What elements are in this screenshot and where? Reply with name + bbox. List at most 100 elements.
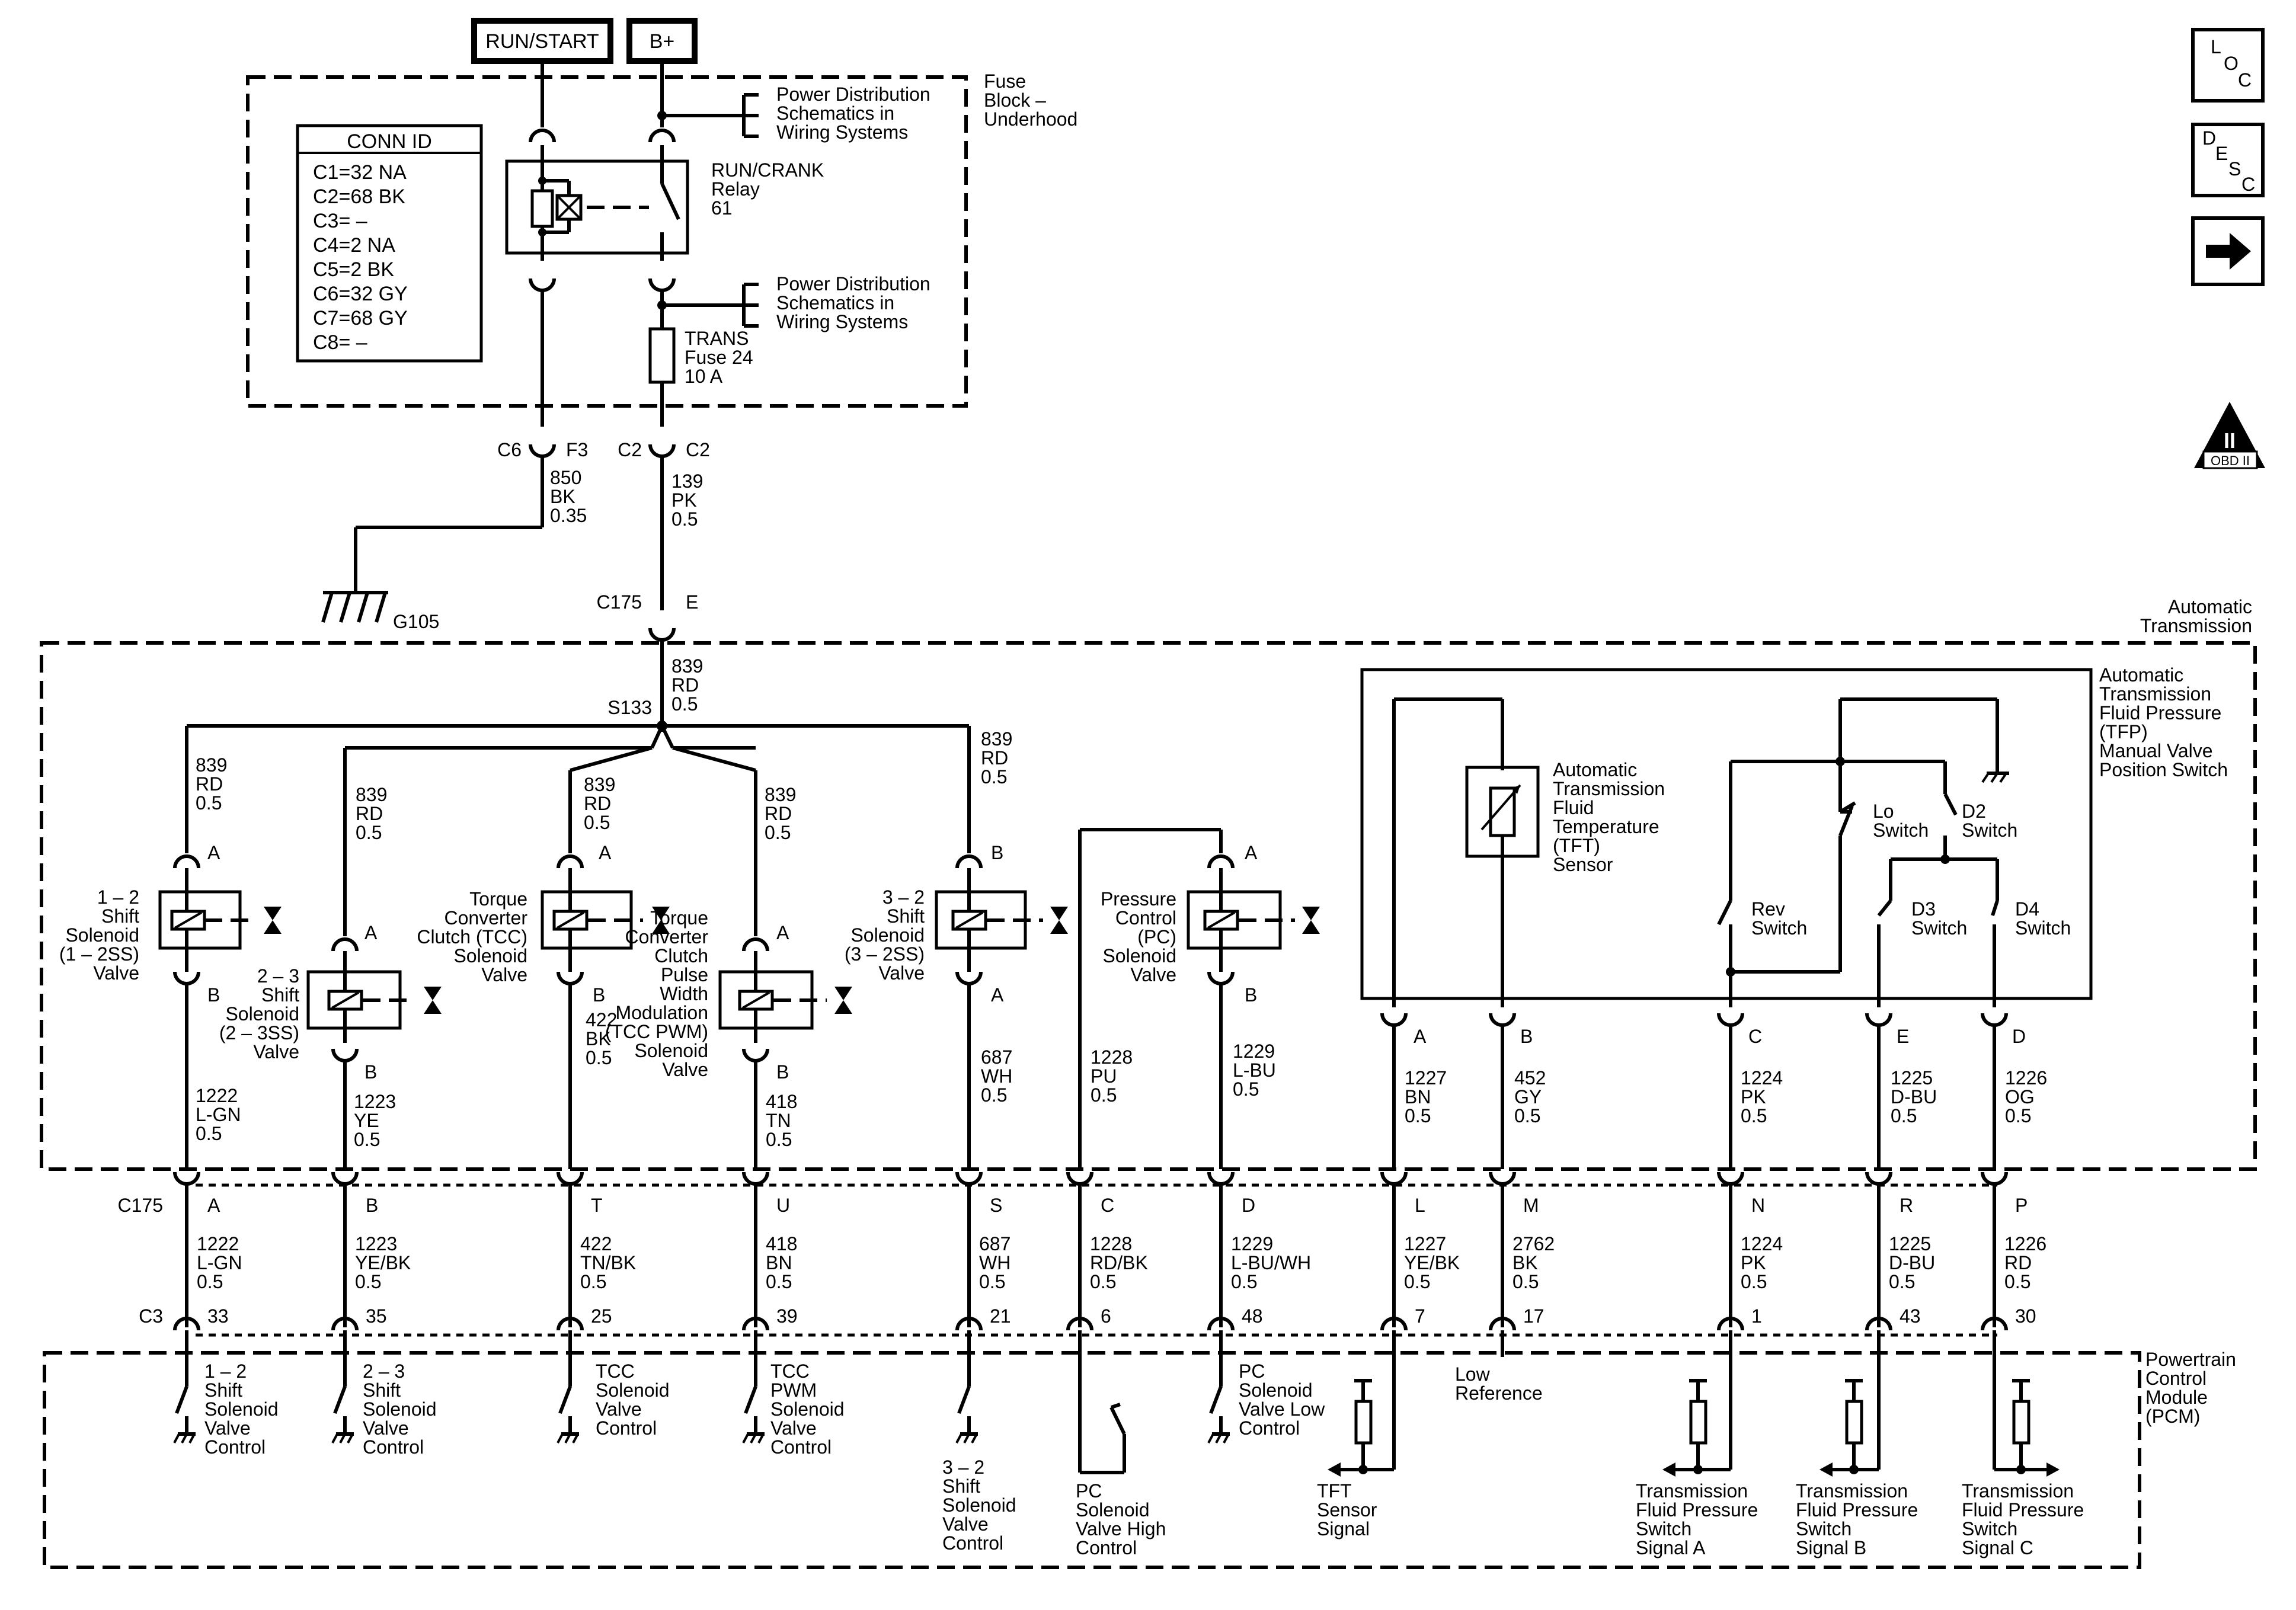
svg-text:Valve: Valve [363,1417,409,1439]
svg-text:Switch: Switch [1911,917,1967,939]
svg-text:D-BU: D-BU [1889,1252,1935,1273]
svg-text:B: B [593,984,605,1006]
svg-text:0.5: 0.5 [1512,1271,1539,1292]
svg-text:Lo: Lo [1873,801,1894,822]
svg-text:B: B [991,842,1003,863]
svg-text:C: C [1101,1195,1114,1216]
svg-text:Block –: Block – [984,89,1046,111]
svg-text:B: B [776,1061,789,1083]
svg-text:A: A [207,842,220,863]
svg-text:Manual Valve: Manual Valve [2099,740,2213,761]
svg-text:0.5: 0.5 [197,1271,223,1292]
svg-text:Switch: Switch [1636,1518,1691,1539]
svg-text:418: 418 [766,1091,797,1112]
svg-text:Shift: Shift [363,1379,401,1401]
svg-text:RD: RD [2004,1252,2032,1273]
svg-text:139: 139 [671,470,703,492]
svg-text:1228: 1228 [1090,1233,1132,1254]
svg-text:OBD II: OBD II [2211,453,2250,468]
next-arrow-button[interactable] [2191,216,2265,286]
loc-button[interactable]: L O C [2191,28,2265,103]
svg-text:Solenoid: Solenoid [363,1398,437,1420]
svg-text:Solenoid: Solenoid [770,1398,845,1420]
c3-connector-row: C3 [139,1305,1997,1337]
svg-text:II: II [2224,428,2236,453]
svg-text:0.5: 0.5 [1231,1271,1257,1292]
svg-text:A: A [364,922,378,943]
svg-text:Fuse: Fuse [984,71,1026,92]
splice-feed-label: 839 RD 0.5 S133 [607,655,703,718]
svg-text:839: 839 [765,784,796,805]
svg-text:Signal A: Signal A [1636,1537,1706,1558]
svg-text:G105: G105 [393,611,439,632]
c3-pin-48: 48 [1207,1305,1263,1357]
svg-text:Automatic: Automatic [2168,596,2252,617]
c3-pin-33: 33 [173,1305,229,1357]
svg-text:33: 33 [207,1305,229,1327]
upper-wire-labels: C6 F3 C2 C2 850 BK 0.35 139 PK 0.5 C175 … [393,439,710,632]
svg-text:Solenoid: Solenoid [204,1398,279,1420]
tfp-switch-box [1360,668,2093,1000]
svg-text:Solenoid: Solenoid [65,924,139,946]
svg-text:Valve: Valve [878,962,925,984]
svg-text:35: 35 [366,1305,387,1327]
svg-text:C: C [2238,69,2252,91]
svg-text:2762: 2762 [1512,1233,1555,1254]
svg-text:Transmission: Transmission [1796,1480,1908,1502]
svg-text:Switch: Switch [1751,917,1807,939]
svg-text:0.5: 0.5 [1741,1105,1767,1126]
svg-text:Rev: Rev [1751,898,1785,920]
svg-text:1229: 1229 [1233,1041,1275,1062]
svg-text:21: 21 [990,1305,1011,1327]
b-plus-box: B+ [626,18,698,64]
svg-text:D4: D4 [2015,898,2039,920]
svg-text:Valve: Valve [93,962,139,984]
svg-text:Fluid Pressure: Fluid Pressure [1796,1499,1918,1521]
svg-text:0.5: 0.5 [1091,1084,1117,1106]
automatic-transmission-outline [40,641,2257,1171]
svg-text:Valve: Valve [662,1059,708,1080]
svg-text:BK: BK [586,1028,611,1049]
svg-text:6: 6 [1101,1305,1111,1327]
svg-text:Switch: Switch [1796,1518,1851,1539]
svg-text:0.5: 0.5 [1233,1078,1259,1100]
svg-text:R: R [1900,1195,1913,1216]
svg-text:3 – 2: 3 – 2 [882,886,925,908]
c3-pin-25: 25 [557,1305,612,1357]
tfp-label: Automatic Transmission Fluid Pressure (T… [2099,664,2228,780]
svg-text:B: B [364,1061,377,1083]
svg-text:D: D [2202,127,2216,149]
svg-text:A: A [1414,1026,1427,1047]
svg-text:10 A: 10 A [685,366,723,387]
svg-text:0.5: 0.5 [1405,1105,1431,1126]
solenoid-2-3ss: 839 RD 0.5 A B 1223 YE 0.5 2 – 3 Shift S… [219,748,415,1169]
svg-text:OG: OG [2005,1086,2035,1108]
svg-text:L-GN: L-GN [196,1104,241,1125]
svg-text:7: 7 [1415,1305,1425,1327]
svg-text:PK: PK [1741,1252,1766,1273]
run-start-wire [354,61,556,593]
svg-text:C6=32 GY: C6=32 GY [313,283,408,305]
svg-text:A: A [776,922,789,943]
svg-text:1226: 1226 [2004,1233,2046,1254]
svg-text:25: 25 [591,1305,612,1327]
fuse-block-label: Fuse Block – Underhood [984,71,1077,130]
svg-text:Transmission: Transmission [1553,778,1665,799]
svg-text:43: 43 [1900,1305,1921,1327]
svg-text:Power Distribution: Power Distribution [776,84,930,105]
svg-text:B: B [1520,1026,1533,1047]
svg-text:Switch: Switch [1873,820,1929,841]
desc-button[interactable]: D E S C [2191,123,2265,197]
svg-text:TFT: TFT [1317,1480,1352,1502]
svg-text:Automatic: Automatic [2099,664,2183,686]
svg-text:39: 39 [776,1305,798,1327]
svg-text:0.5: 0.5 [981,1084,1007,1106]
svg-text:BN: BN [1405,1086,1431,1108]
